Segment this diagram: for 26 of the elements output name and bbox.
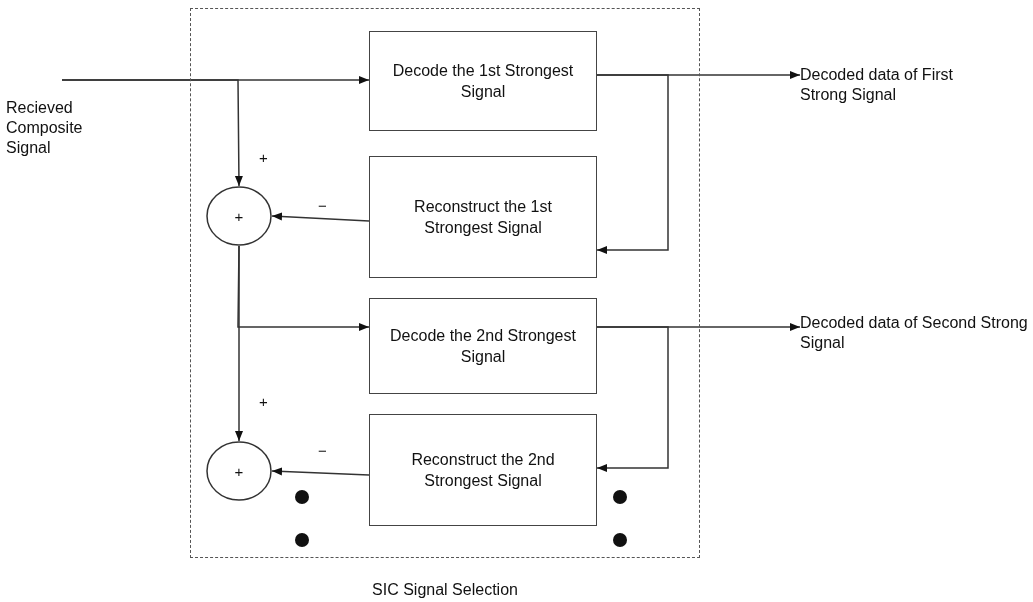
sign-label: − <box>318 198 327 214</box>
arrow <box>271 467 370 476</box>
node-text: Decoded data of Second Strong Signal <box>800 314 1028 351</box>
arrow <box>61 79 243 187</box>
summing-junction <box>206 186 272 246</box>
node-text: Decoded data of First Strong Signal <box>800 66 953 103</box>
node-text: Decode the 1st Strongest Signal <box>391 61 575 102</box>
sign-label: − <box>318 443 327 459</box>
node-text: Reconstruct the 2nd Strongest Signal <box>410 450 556 491</box>
sign-label: + <box>259 394 268 410</box>
arrow <box>596 74 669 254</box>
group-title: SIC Signal Selection <box>371 581 519 599</box>
arrow <box>235 245 243 442</box>
node-text: Recieved Composite Signal <box>6 99 83 156</box>
process-box <box>369 156 597 278</box>
process-box <box>369 31 597 131</box>
node-text: Reconstruct the 1st Strongest Signal <box>413 197 553 238</box>
operator-sign: + <box>234 207 244 225</box>
arrow <box>271 212 370 222</box>
sign-label: + <box>259 150 268 166</box>
arrow <box>596 326 669 472</box>
process-box <box>369 298 597 394</box>
operator-sign: + <box>234 462 244 480</box>
node-text: Decode the 2nd Strongest Signal <box>389 326 577 367</box>
process-box <box>369 414 597 526</box>
summing-junction <box>206 441 272 501</box>
